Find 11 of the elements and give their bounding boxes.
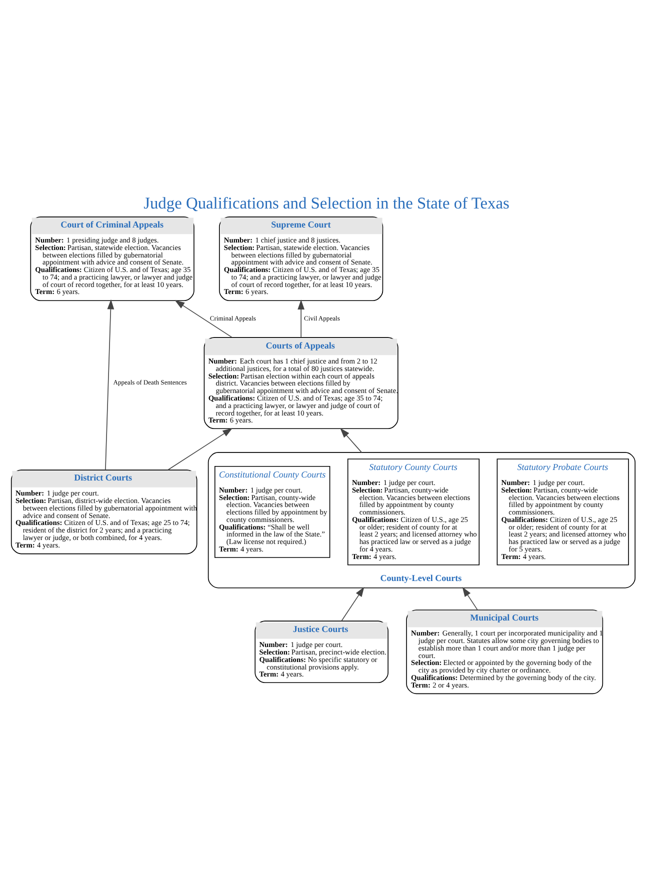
node-box: Statutory County Courts Number: 1 judge per court. Selection: Partisan, county-wide election. Vacancies between elections filled by appointment by county commissioners. Qualifications: Citizen of U.S., age 25 or older; resident of county for at least 2 years; and licensed attorney who has practiced law or served as a judge for 4 years. Term: 4 years. [347,458,480,565]
arrow [105,298,114,470]
arrow [462,586,478,610]
arrow [298,299,304,338]
arrow [167,428,233,470]
arrow [341,586,364,621]
arrow [174,300,233,338]
node-box: Statutory Probate Courts Number: 1 judge per court. Selection: Partisan, county-wide election. Vacancies between elections filled by appointment by county commissioners. Qualifications: Citizen of U.S., age 25 or older; resident of county for at least 2 years; and licensed attorney who has practiced law or served as a judge for 5 years. Term: 4 years. [496,458,629,565]
node-box: Constitutional County Courts Number: 1 judge per court. Selection: Partisan, county-wide election. Vacancies between elections filled by appointment by county commissioners. Qualifications: “Shall be well informed in the law of the State.” (Law license not required.) Term: 4 years. [214,465,330,558]
arrow [340,428,362,452]
diagram-title: Judge Qualifications and Selection in the State of Texas [144,193,510,212]
